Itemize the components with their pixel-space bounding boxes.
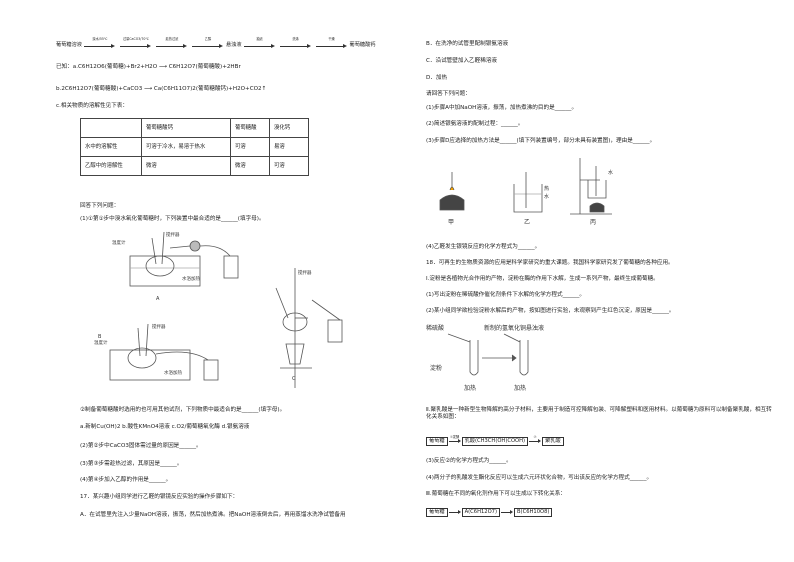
question-1: (1)①第①步中溴水氧化葡萄糖时，下列装置中最合适的是______(填字母)。: [80, 216, 265, 222]
heating-figure: 甲 热 水 乙 水 丙: [439, 158, 613, 226]
chain-polylactic: 聚乳酸: [542, 437, 564, 446]
table-cell: 微溶: [141, 156, 231, 176]
polylactic-chain: 葡萄糖 ①发酵 乳酸(CH3CH(OH)COOH) ② 聚乳酸: [426, 435, 564, 446]
label-jia: 甲: [448, 219, 454, 226]
label-thermometer-a: 温度计: [112, 239, 126, 246]
label-starch: 淀粉: [430, 364, 442, 372]
question-1-options: a.新制Cu(OH)2 b.酸性KMnO4溶液 c.O2/葡萄糖氧化酶 d.银氨…: [80, 424, 250, 430]
label-heat-2: 加热: [514, 384, 526, 392]
apparatus-figure: 温度计 搅拌器 水浴加热 A 温度计 搅拌器 水浴加热 B 搅拌器 C: [94, 231, 343, 388]
table-cell: 可溶: [230, 137, 270, 157]
chain-glucose: 葡萄糖: [426, 437, 448, 446]
apparatus-a: [129, 231, 239, 287]
step-d: D．加热: [426, 75, 448, 81]
question-17: 17．某兴趣小组同学进行乙醛的银镜反应实验的操作步骤如下：: [80, 494, 239, 500]
label-stirrer-b: 搅拌器: [152, 323, 166, 330]
question-r1: (1)步骤A中加NaOH溶液，振荡，加热煮沸的目的是______。: [426, 105, 578, 111]
label-re: 热: [544, 185, 549, 192]
table-header: 溴化钙: [269, 118, 309, 138]
part-3-intro: Ⅲ.葡萄糖在不同的氧化剂作用下可以生成以下转化关系：: [426, 491, 566, 497]
label-stirrer-a: 搅拌器: [166, 231, 180, 238]
preparation-flowchart: 葡萄糖溶液 溴水/55℃ 过量CaCO3/70℃ 趁热过滤 乙醇 悬浊液 抽滤 …: [56, 37, 376, 49]
label-shui2: 水: [608, 169, 613, 176]
question-r3: (3)步骤D应选择的加热方法是______(填下列装置编号，部分未具有装置图)，…: [426, 138, 656, 144]
label-heat-1: 加热: [464, 384, 476, 392]
label-b: B: [98, 334, 102, 340]
label-shui: 水: [544, 193, 549, 200]
table-row: 水中的溶解性 可溶于冷水，易溶于热水 可溶 易溶: [80, 137, 309, 157]
known-c: c.相关物质的溶解性见下表：: [56, 103, 128, 109]
chain2-a: A(C6H12O7): [461, 508, 500, 517]
label-acid: 稀硫酸: [426, 324, 444, 332]
table-header: 葡萄糖酸钙: [141, 118, 231, 138]
flow-arrow: 过量CaCO3/70℃: [119, 37, 152, 49]
flow-arrow: 抽滤: [243, 37, 276, 49]
label-thermometer-b: 温度计: [94, 339, 108, 346]
part-2-intro: Ⅱ.聚乳酸是一种新型生物降解的高分子材料，主要用于制造可控降解包装、可降解塑料和…: [426, 407, 772, 420]
step-b: B．在洗净的试管里配制银氨溶液: [426, 41, 509, 47]
table-row: 乙醇中的溶解性 微溶 微溶 可溶: [80, 156, 309, 176]
table-cell: 乙醇中的溶解性: [80, 156, 142, 176]
flow-mid: 悬浊液: [225, 41, 242, 48]
chain-arrow: ②: [528, 435, 542, 444]
table-header: [80, 118, 142, 138]
part-1-q1: (1)写出淀粉在稀硫酸作催化剂条件下水解的化学方程式______。: [426, 292, 585, 298]
label-bath-b: 水浴加热: [164, 369, 182, 376]
question-1-2: ②制备葡萄糖酸时选用的也可用其他试剂，下列物质中最适合的是______(填字母)…: [80, 407, 286, 413]
table-cell: 可溶于冷水，易溶于热水: [141, 137, 231, 157]
table-cell: 易溶: [269, 137, 309, 157]
chain2-b: B(C6H10O8): [513, 508, 553, 517]
answer-intro: 回答下列问题：: [80, 203, 120, 209]
question-r2: (2)简述银氨溶液的配制过程：______。: [426, 121, 524, 127]
flow-arrow: 溴水/55℃: [83, 37, 116, 49]
chain-arrow: [500, 509, 514, 515]
hydrolysis-figure: 稀硫酸 新制的氢氧化铜悬浊液 淀粉 加热 加热: [426, 324, 544, 392]
chain-arrow: [448, 509, 462, 515]
question-2: (2)第②步中CaCO3固体需过量的原因是______。: [80, 443, 202, 449]
part-1-intro: Ⅰ.淀粉是各植物光合作用的产物，淀粉在酶的作用下水解，生成一系列产物，最终生成葡…: [426, 276, 659, 282]
flow-arrow: 乙醇: [191, 37, 224, 49]
chain-arrow: ①发酵: [448, 435, 462, 444]
solubility-table: 葡萄糖酸钙 葡萄糖酸 溴化钙 水中的溶解性 可溶于冷水，易溶于热水 可溶 易溶 …: [80, 118, 309, 176]
oxidation-chain: 葡萄糖 A(C6H12O7) B(C6H10O8): [426, 508, 553, 517]
label-a: A: [156, 296, 160, 302]
table-cell: 可溶: [269, 156, 309, 176]
question-17-a: A．在试管里先注入少量NaOH溶液，振荡，然后加热煮沸。把NaOH溶液倒去后，再…: [80, 512, 346, 518]
apparatus-b: [109, 323, 219, 381]
table-cell: 水中的溶解性: [80, 137, 142, 157]
part-2-q4: (4)两分子的乳酸发生酯化反应可以生成六元环状化合物，写出该反应的化学方程式__…: [426, 475, 653, 481]
label-yi: 乙: [524, 219, 530, 226]
flow-start: 葡萄糖溶液: [56, 41, 82, 48]
flow-arrow: 干燥: [315, 37, 348, 49]
flow-end: 葡萄糖酸钙: [349, 41, 376, 48]
question-r4: (4)乙醛发生银镜反应的化学方程式为______。: [426, 244, 541, 250]
table-header: 葡萄糖酸: [230, 118, 270, 138]
table-cell: 微溶: [230, 156, 270, 176]
part-2-q3: (3)反应②的化学方程式为______。: [426, 458, 512, 464]
step-c: C．沿试管壁加入乙醛稀溶液: [426, 58, 498, 64]
flow-arrow: 洗涤: [279, 37, 312, 49]
question-3: (3)第③步需趁热过滤，其原因是______。: [80, 461, 183, 467]
known-a: 已知：a.C6H12O6(葡萄糖)+Br2+H2O ⟶ C6H12O7(葡萄糖酸…: [56, 64, 241, 70]
label-cu: 新制的氢氧化铜悬浊液: [484, 324, 544, 332]
label-bing: 丙: [590, 219, 596, 226]
chain2-glucose: 葡萄糖: [426, 508, 448, 517]
label-stirrer-c: 搅拌器: [298, 269, 312, 276]
ask-intro: 请回答下列问题：: [426, 91, 471, 97]
known-b: b.2C6H12O7(葡萄糖酸)+CaCO3 ⟶ Ca(C6H11O7)2(葡萄…: [56, 86, 267, 92]
question-18: 18．可再生的生物质资源的应用是科学家研究的重大课题。我国科学家研究发了葡萄糖的…: [426, 260, 674, 266]
label-c: C: [292, 376, 296, 382]
question-4: (4)第④步加入乙醇的作用是______。: [80, 477, 172, 483]
part-1-q2: (2)某小组同学欲检验淀粉水解后的产物，按如图进行实验，未观察到产生红色沉淀，原…: [426, 308, 675, 314]
apparatus-c: [275, 268, 343, 388]
label-bath-a: 水浴加热: [182, 275, 200, 282]
flow-arrow: 趁热过滤: [155, 37, 188, 49]
chain-lactic: 乳酸(CH3CH(OH)COOH): [461, 437, 529, 446]
